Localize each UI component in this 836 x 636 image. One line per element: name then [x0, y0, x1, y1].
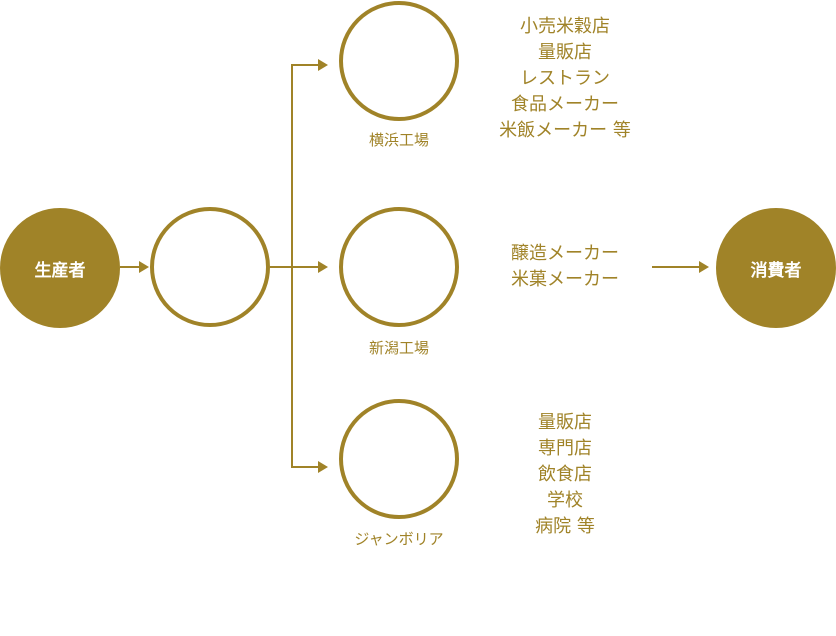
outlet-item: 病院 等: [535, 516, 595, 537]
outlet-item: 専門店: [538, 438, 592, 459]
factory-ring-node: [339, 399, 459, 519]
outlet-item: 食品メーカー: [511, 94, 619, 115]
outlet-item: 醸造メーカー: [511, 243, 619, 264]
outlet-list: 小売米穀店 量販店 レストラン 食品メーカー 米飯メーカー 等: [480, 14, 650, 144]
consumer-node: 消費者: [716, 208, 836, 328]
outlet-list: 量販店 専門店 飲食店 学校 病院 等: [480, 410, 650, 540]
outlet-item: 米菓メーカー: [511, 269, 619, 290]
factory-ring-node: [339, 1, 459, 121]
outlet-item: 学校: [547, 490, 583, 511]
outlet-item: 飲食店: [538, 464, 592, 485]
outlet-item: 量販店: [538, 42, 592, 63]
factory-label: 横浜工場: [368, 131, 429, 149]
factory-ring-node: [339, 207, 459, 327]
outlet-list: 醸造メーカー 米菓メーカー: [480, 241, 650, 293]
hub-ring-node: [150, 207, 270, 327]
outlet-item: レストラン: [520, 68, 610, 89]
producer-node: 生産者: [0, 208, 120, 328]
factory-label: 新潟工場: [368, 339, 429, 357]
factory-label: ジャンボリア: [354, 530, 444, 548]
consumer-label: 消費者: [750, 260, 802, 281]
outlet-item: 小売米穀店: [520, 16, 610, 37]
producer-label: 生産者: [34, 260, 86, 281]
outlet-item: 量販店: [538, 412, 592, 433]
outlet-item: 米飯メーカー 等: [499, 120, 631, 141]
